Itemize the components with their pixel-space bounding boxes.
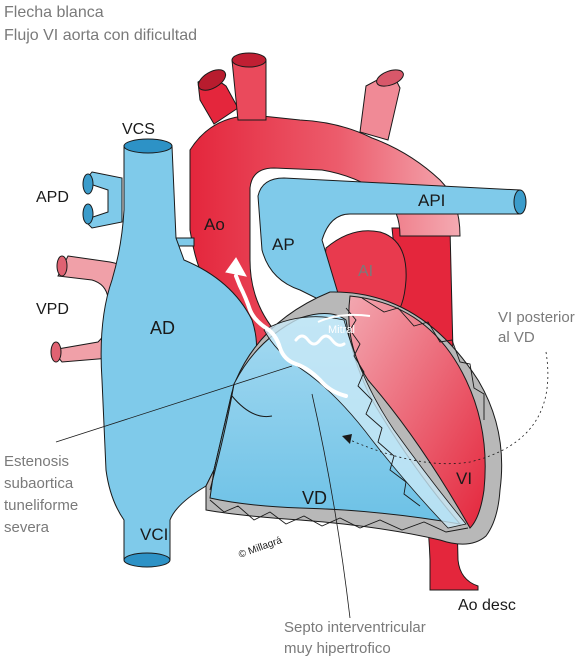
svc-opening: [123, 138, 173, 154]
vpd-lower-opening: [50, 341, 62, 363]
copyright-label: © Millagrá: [237, 535, 284, 561]
trabecular-edge-lv: [361, 297, 485, 420]
leader-vi-posterior-head: [342, 434, 352, 444]
label-vci: VCI: [140, 525, 168, 544]
label-vpd: VPD: [36, 301, 69, 318]
trabecular-edge-inner: [345, 307, 421, 507]
label-ap: AP: [272, 235, 295, 254]
annotation-estenosis-3: tuneliforme: [4, 497, 78, 514]
label-ao-desc: Ao desc: [458, 597, 516, 614]
annotation-vi-posterior-1: VI posterior: [498, 309, 575, 326]
annotation-vi-posterior-2: al VD: [498, 329, 535, 346]
ivc-opening: [123, 552, 171, 568]
flow-arrow-head: [225, 257, 247, 277]
hypertrophic-septum: [263, 316, 467, 529]
brachiocephalic-opening: [197, 69, 227, 91]
annotation-septo-1: Septo interventricular: [284, 619, 426, 636]
label-vi: VI: [456, 469, 472, 488]
leader-vi-posterior: [349, 351, 549, 465]
left-ventricle: [348, 295, 486, 529]
atrioventricular-line: [231, 395, 273, 418]
leader-estenosis: [55, 365, 293, 443]
mitral-valve-region: [317, 313, 371, 323]
pulmonary-left-opening: [513, 189, 527, 215]
annotation-estenosis-4: severa: [4, 519, 50, 536]
caption-line2: Flujo VI aorta con dificultad: [4, 27, 197, 44]
left-carotid-artery: [231, 59, 267, 121]
flow-arrow: [234, 274, 348, 398]
label-apd: APD: [36, 189, 69, 206]
annotation-septo-2: muy hipertrofico: [284, 640, 391, 657]
tricuspid-line: [209, 383, 235, 491]
annotation-estenosis-2: subaortica: [4, 475, 74, 492]
pulmonary-artery: [257, 177, 521, 301]
leader-septo: [311, 393, 351, 619]
label-ao: Ao: [204, 215, 225, 234]
apd-upper-opening: [82, 173, 94, 195]
label-api: API: [418, 191, 445, 210]
label-ai: AI: [358, 263, 373, 280]
left-carotid-opening: [231, 52, 267, 68]
left-subclavian-opening: [376, 69, 404, 87]
caption-line1: Flecha blanca: [4, 4, 104, 21]
trabecular-edge-bottom: [209, 499, 469, 533]
label-vcs: VCS: [122, 121, 155, 138]
label-vd: VD: [302, 488, 327, 508]
vpd-upper-opening: [56, 255, 68, 277]
apd-lower-opening: [82, 203, 94, 225]
label-ad: AD: [150, 318, 175, 338]
flow-arrow-squiggle: [294, 334, 346, 347]
annotation-estenosis-1: Estenosis: [4, 453, 69, 470]
vena-cava-right-atrium: [100, 140, 257, 561]
label-mitral: Mitral: [328, 324, 355, 336]
